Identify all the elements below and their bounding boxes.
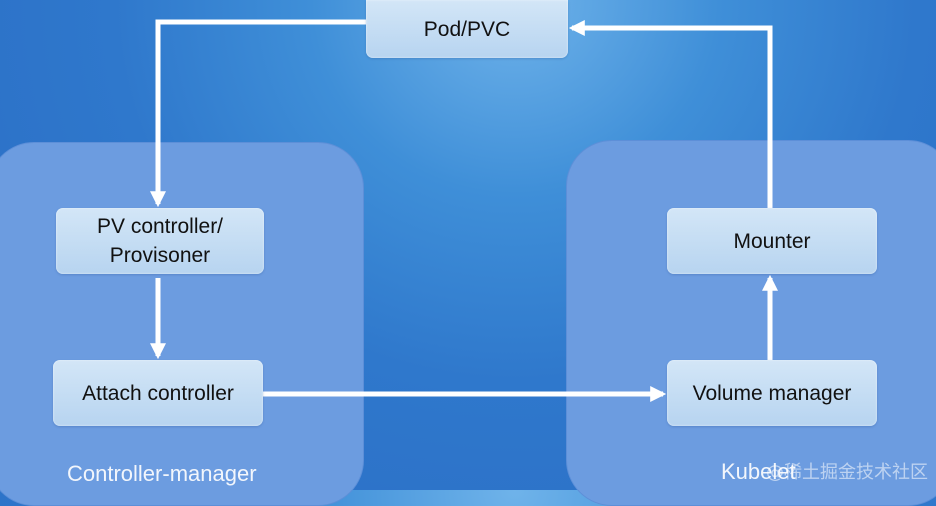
pv-controller-node: PV controller/ Provisoner — [56, 208, 264, 274]
site-watermark: @稀土掘金技术社区 — [766, 462, 928, 483]
mounter-node: Mounter — [667, 208, 877, 274]
pod-pvc-node: Pod/PVC — [366, 0, 568, 58]
pod-pvc-label: Pod/PVC — [423, 17, 511, 41]
arrow-mounter-to-pod — [568, 19, 773, 208]
attach-controller-node: Attach controller — [53, 360, 263, 426]
controller-manager-label: Controller-manager — [67, 461, 257, 486]
arrow-pod-to-pv-controller — [149, 19, 366, 208]
mounter-label: Mounter — [733, 229, 811, 253]
pv-controller-label-line2: Provisoner — [109, 244, 211, 267]
pv-controller-label-line1: PV controller/ — [96, 215, 224, 238]
volume-manager-node: Volume manager — [667, 360, 877, 426]
attach-controller-label: Attach controller — [82, 381, 234, 405]
kubelet-label: Kubelet — [721, 459, 796, 484]
flow-arrows — [149, 19, 779, 403]
controller-manager-panel: Controller-manager — [0, 142, 364, 506]
volume-manager-label: Volume manager — [692, 381, 852, 405]
kubelet-panel: Kubelet — [566, 140, 936, 506]
